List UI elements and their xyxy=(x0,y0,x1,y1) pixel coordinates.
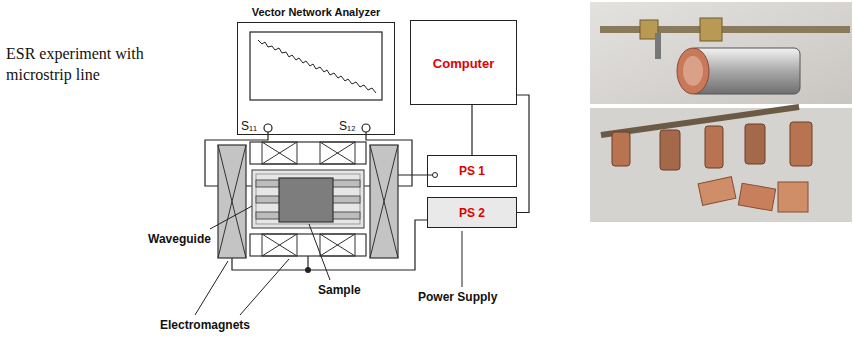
coil-cross xyxy=(320,234,355,256)
leader-line xyxy=(309,224,330,280)
electromagnet-top xyxy=(250,142,366,164)
electromagnet-bottom xyxy=(250,234,366,256)
coil-cross xyxy=(262,142,297,164)
copper-part xyxy=(660,130,680,170)
coil-body xyxy=(218,145,246,258)
copper-part xyxy=(745,124,765,164)
copper-part xyxy=(790,122,812,166)
photo-ground xyxy=(590,2,852,104)
photo-ground xyxy=(590,108,852,222)
coil-cross xyxy=(218,145,246,258)
connector-line xyxy=(517,95,529,213)
port-label: S₁₂ xyxy=(339,119,356,133)
coil-cross xyxy=(262,234,297,256)
microstrip-waveguide xyxy=(252,170,364,228)
junction-dot xyxy=(305,267,311,273)
photo-parts xyxy=(590,104,852,222)
part-label: Electromagnets xyxy=(160,318,250,332)
box-label: PS 1 xyxy=(428,164,516,178)
coil-cross xyxy=(320,234,355,256)
copper-part xyxy=(612,132,630,166)
instrument-title: Vector Network Analyzer xyxy=(252,6,381,18)
leader-line xyxy=(195,261,228,315)
waveguide-body xyxy=(252,170,364,228)
brass-nut xyxy=(700,18,722,41)
part-label: Sample xyxy=(318,283,361,297)
coil-body xyxy=(250,142,366,164)
trace-curve xyxy=(258,40,376,93)
probe-pin xyxy=(655,33,661,59)
copper-plate xyxy=(778,182,808,212)
coil-cross xyxy=(262,234,297,256)
computer-box: Computer xyxy=(410,20,517,105)
analyzer-box: Vector Network AnalyzerS₁₁S₁₂ xyxy=(237,22,395,135)
leader-line xyxy=(462,231,463,287)
power-supply-box: PS 1 xyxy=(427,155,517,187)
electromagnet-right xyxy=(370,145,398,258)
port-label: S₁₁ xyxy=(241,119,257,133)
coil-cross xyxy=(262,142,297,164)
copper-face xyxy=(683,56,703,86)
connector-line xyxy=(471,105,472,155)
box-label: Computer xyxy=(411,55,516,70)
coil-cross xyxy=(370,145,398,258)
coil-cross xyxy=(320,142,355,164)
terminal-dot xyxy=(433,173,438,178)
leader-line xyxy=(210,206,252,229)
coil-cross xyxy=(320,142,355,164)
rod xyxy=(601,104,800,138)
brass-rod xyxy=(600,26,850,33)
sample-block xyxy=(279,178,333,222)
port-connector xyxy=(264,124,272,132)
coil-body xyxy=(370,145,398,258)
coil-cross xyxy=(370,145,398,258)
analyzer-screen xyxy=(250,32,382,100)
power-supply-box: PS 2 xyxy=(427,197,517,228)
waveguide-inner xyxy=(256,174,360,224)
copper-face xyxy=(677,48,709,94)
part-label: Power Supply xyxy=(418,290,497,304)
caption-note: ESR experiment with microstrip line xyxy=(6,44,156,86)
coil-section xyxy=(262,234,297,256)
copper-part xyxy=(705,126,723,168)
photo-probe xyxy=(590,2,852,104)
copper-plate xyxy=(738,183,775,211)
coil-body xyxy=(250,234,366,256)
electromagnet-left xyxy=(218,145,246,258)
leader-line xyxy=(240,259,289,315)
coil-section xyxy=(262,142,297,164)
coil-section xyxy=(320,142,355,164)
coil-cross xyxy=(218,145,246,258)
box-label: PS 2 xyxy=(428,206,516,220)
port-connector xyxy=(362,124,370,132)
part-label: Waveguide xyxy=(148,232,211,246)
copper-plate xyxy=(698,177,736,206)
coil-section xyxy=(320,234,355,256)
